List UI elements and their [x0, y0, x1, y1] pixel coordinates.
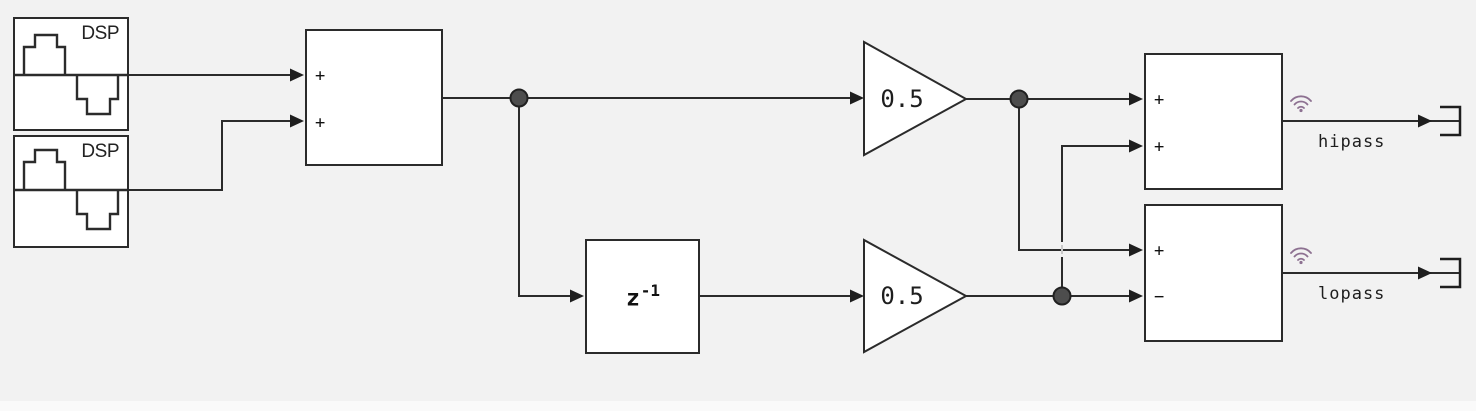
output-terminal-icon — [1440, 257, 1462, 289]
arrowhead — [850, 91, 864, 105]
adder-block: + + — [305, 29, 443, 166]
dsp-block-label: DSP — [81, 23, 119, 44]
hipass-input-plus-top: + — [1154, 90, 1165, 110]
arrowhead — [850, 289, 864, 303]
adder-input-plus-bottom: + — [315, 113, 326, 133]
junction-node — [509, 88, 529, 108]
bottom-strip — [0, 401, 1476, 411]
wire-topnode-to-lopass — [1018, 99, 1130, 251]
arrowhead — [290, 114, 304, 128]
arrowhead — [1129, 289, 1143, 303]
wire-dsp2-to-adder — [129, 120, 291, 191]
delay-exponent: -1 — [640, 280, 661, 300]
arrowhead — [1129, 243, 1143, 257]
gain-top-label: 0.5 — [880, 85, 924, 113]
adder-input-plus-top: + — [315, 66, 326, 86]
lopass-subtractor-block: + − — [1144, 204, 1283, 342]
wire-bottomnode-to-hipass — [1061, 145, 1130, 242]
delay-block-label: z-1 — [625, 280, 661, 312]
arrowhead — [290, 68, 304, 82]
wifi-icon — [1290, 247, 1312, 265]
dsp-block-label: DSP — [81, 141, 119, 162]
arrowhead — [1418, 266, 1432, 280]
lopass-input-plus: + — [1154, 241, 1165, 261]
dsp-waveform-icon — [15, 33, 127, 116]
dsp-source-block-1: DSP — [13, 17, 129, 131]
junction-node — [1009, 89, 1029, 109]
dsp-waveform-icon — [15, 148, 127, 231]
dsp-source-block-2: DSP — [13, 135, 129, 248]
arrowhead — [570, 289, 584, 303]
gain-bottom-label: 0.5 — [880, 282, 924, 310]
lopass-output-label: lopass — [1318, 284, 1386, 304]
hipass-input-plus-bottom: + — [1154, 137, 1165, 157]
wire-split-to-delay — [518, 98, 571, 297]
hipass-adder-block: + + — [1144, 53, 1283, 190]
junction-node — [1052, 286, 1072, 306]
lopass-input-minus: − — [1154, 287, 1165, 307]
arrowhead — [1129, 139, 1143, 153]
output-terminal-icon — [1440, 105, 1462, 137]
delay-base: z — [625, 285, 640, 312]
delay-block: z-1 — [585, 239, 700, 354]
wifi-icon — [1290, 95, 1312, 113]
arrowhead — [1418, 114, 1432, 128]
arrowhead — [1129, 92, 1143, 106]
hipass-output-label: hipass — [1318, 132, 1386, 152]
gain-triangle-top — [863, 40, 969, 157]
